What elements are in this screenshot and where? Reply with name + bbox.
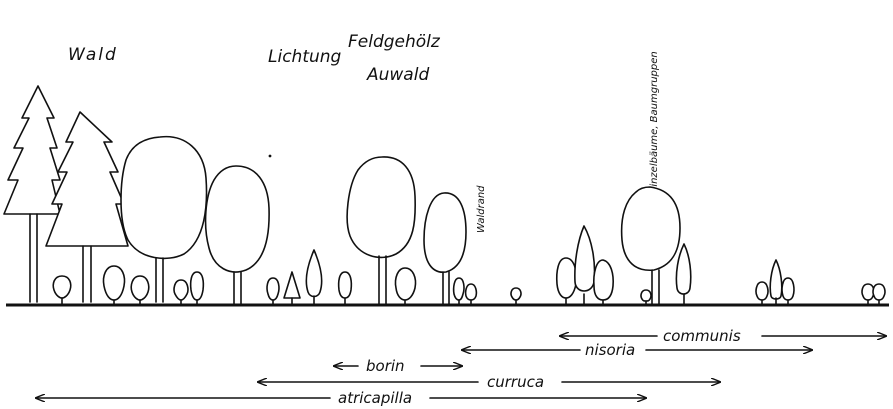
bush-7 (339, 272, 352, 304)
shrub-cluster-right (756, 260, 794, 304)
species-label-communis: communis (663, 327, 741, 345)
bush-11 (511, 288, 521, 304)
range-curruca: curruca (258, 373, 720, 391)
label-waldrand: Waldrand (476, 185, 487, 233)
bush-12 (641, 290, 651, 304)
species-label-atricapilla: atricapilla (338, 389, 412, 407)
label-wald: Wald (68, 45, 118, 65)
deciduous-tree-5 (622, 187, 680, 304)
label-lichtung: Lichtung (268, 47, 342, 67)
deciduous-tree-2 (206, 166, 270, 304)
bush-6 (267, 278, 279, 304)
bush-9 (454, 278, 464, 304)
bush-3 (131, 276, 148, 304)
bush-4 (174, 280, 188, 304)
range-borin: borin (334, 357, 462, 375)
label-einzelbaume: Einzelbäume, Baumgruppen (649, 51, 660, 193)
bush-5 (191, 272, 204, 304)
bush-2 (103, 266, 124, 304)
label-feldgeholz: Feldgehölz (348, 32, 441, 52)
shrub-cluster-left (557, 226, 613, 304)
bush-8 (395, 268, 415, 304)
pointed-shrub-2 (306, 250, 321, 304)
label-auwald: Auwald (366, 65, 429, 85)
species-label-borin: borin (366, 357, 405, 375)
species-label-nisoria: nisoria (585, 341, 635, 359)
pointed-shrub-1 (284, 272, 300, 304)
bush-10 (466, 284, 477, 304)
ink-dot (269, 155, 272, 158)
species-label-curruca: curruca (487, 373, 544, 391)
range-atricapilla: atricapilla (36, 389, 646, 407)
shrub-pair-far-right (862, 284, 885, 304)
pointed-shrub-3 (676, 244, 690, 304)
conifer-tree-left (4, 86, 60, 302)
bush-1 (53, 276, 70, 304)
range-nisoria: nisoria (462, 341, 812, 359)
